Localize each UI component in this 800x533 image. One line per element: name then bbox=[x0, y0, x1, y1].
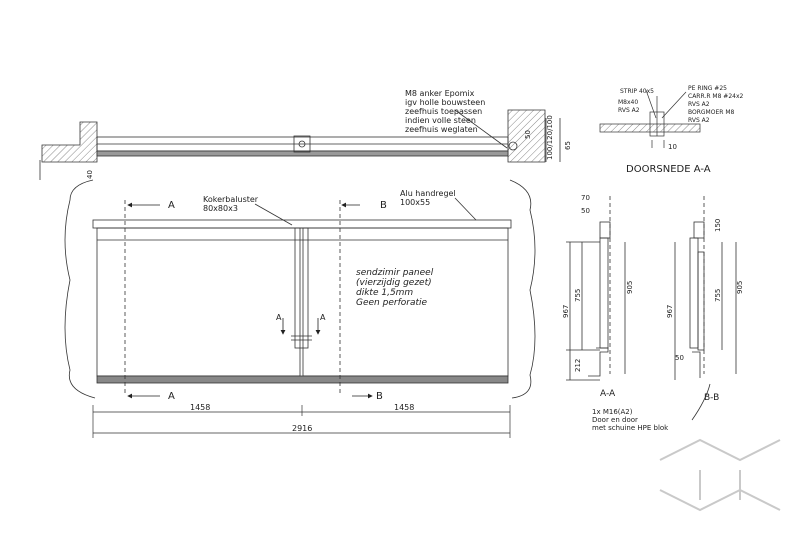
section-a-bottom: A bbox=[168, 391, 175, 402]
dim-detail-10: 10 bbox=[668, 143, 677, 151]
callout-rvs-1: RVS A2 bbox=[618, 107, 640, 114]
callout-carr: CARR.R M8 #24x2 bbox=[688, 93, 744, 100]
baluster-label-line-1: Kokerbaluster bbox=[203, 195, 259, 204]
panel-base bbox=[96, 375, 509, 384]
dim-half-right: 1458 bbox=[394, 403, 414, 412]
dim-bb-150: 150 bbox=[714, 219, 722, 232]
section-a-baluster-right: A bbox=[320, 313, 326, 322]
anchor-note-line-1: M8 anker Epomix bbox=[405, 89, 475, 98]
anchor-note: M8 anker Epomix igv holle bouwsteen zeef… bbox=[405, 89, 485, 134]
dim-bb-50: 50 bbox=[675, 354, 684, 362]
callout-rvs-2: RVS A2 bbox=[688, 101, 710, 108]
anchor-note-line-4: indien volle steen bbox=[405, 116, 476, 125]
dim-aa-755: 755 bbox=[574, 289, 582, 302]
bottom-dimensions bbox=[92, 405, 511, 438]
dim-bb-967: 967 bbox=[666, 305, 674, 318]
panel-note-line-4: Geen perforatie bbox=[356, 298, 427, 308]
section-a-top: A bbox=[168, 200, 175, 211]
anchor-note-line-3: zeefhuis toepassen bbox=[405, 107, 482, 116]
panel-note-line-2: (vierzijdig gezet) bbox=[356, 278, 432, 288]
panel-note: sendzimir paneel (vierzijdig gezet) dikt… bbox=[356, 268, 434, 308]
panel-left bbox=[96, 227, 301, 377]
panel-note-line-3: dikte 1,5mm bbox=[356, 288, 413, 298]
section-arrows bbox=[127, 202, 373, 399]
dim-bb-905: 905 bbox=[736, 281, 744, 294]
left-wall-hatch bbox=[41, 121, 98, 163]
section-bb bbox=[674, 196, 737, 421]
dim-half-left: 1458 bbox=[190, 403, 210, 412]
bolt-note-line-1: 1x M16(A2) bbox=[592, 408, 633, 416]
dim-offset-40: 40 bbox=[86, 170, 94, 179]
left-wall-break bbox=[64, 179, 96, 399]
plan-view bbox=[39, 109, 561, 180]
panel-note-line-1: sendzimir paneel bbox=[356, 268, 434, 278]
dim-aa-70: 70 bbox=[581, 194, 590, 202]
bolt-note-line-2: Door en door bbox=[592, 416, 638, 424]
section-bb-label: B-B bbox=[704, 393, 719, 403]
dim-total-width: 2916 bbox=[292, 424, 312, 433]
doorsnede-title: DOORSNEDE A-A bbox=[626, 164, 711, 175]
baluster bbox=[294, 227, 309, 349]
anchor-note-line-5: zeefhuis weglaten bbox=[405, 125, 478, 134]
section-b-top: B bbox=[380, 200, 387, 211]
callout-strip: STRIP 40x5 bbox=[620, 88, 654, 95]
right-wall-break bbox=[509, 179, 536, 399]
section-a-baluster-left: A bbox=[276, 313, 282, 322]
dim-aa-967: 967 bbox=[562, 305, 570, 318]
handrail bbox=[92, 219, 512, 229]
dim-top-100-120-100: 100/120/100 bbox=[546, 115, 554, 160]
handrail-label-line-1: Alu handregel bbox=[400, 189, 456, 198]
callout-rvs-3: RVS A2 bbox=[688, 117, 710, 124]
front-elevation bbox=[64, 179, 536, 399]
anchor-plate bbox=[293, 135, 311, 153]
section-b-bottom: B bbox=[376, 391, 383, 402]
watermark-logo bbox=[659, 438, 781, 512]
dim-top-65: 65 bbox=[564, 141, 572, 150]
dim-aa-905: 905 bbox=[626, 281, 634, 294]
section-aa-label: A-A bbox=[600, 389, 616, 399]
section-aa bbox=[566, 196, 626, 381]
callout-m8x40: M8x40 bbox=[618, 99, 638, 106]
detail-section bbox=[599, 89, 701, 148]
dim-top-50: 50 bbox=[524, 130, 532, 139]
dim-bb-755: 755 bbox=[714, 289, 722, 302]
baluster-label-line-2: 80x80x3 bbox=[203, 204, 238, 213]
anchor-note-line-2: igv holle bouwsteen bbox=[405, 98, 485, 107]
callout-borgmoer: BORGMOER M8 bbox=[688, 109, 734, 116]
callout-pe-ring: PE RING #25 bbox=[688, 85, 727, 92]
bolt-note-line-3: met schuine HPE blok bbox=[592, 424, 669, 432]
handrail-label-line-2: 100x55 bbox=[400, 198, 430, 207]
dim-aa-50: 50 bbox=[581, 207, 590, 215]
dim-aa-212: 212 bbox=[574, 359, 582, 372]
